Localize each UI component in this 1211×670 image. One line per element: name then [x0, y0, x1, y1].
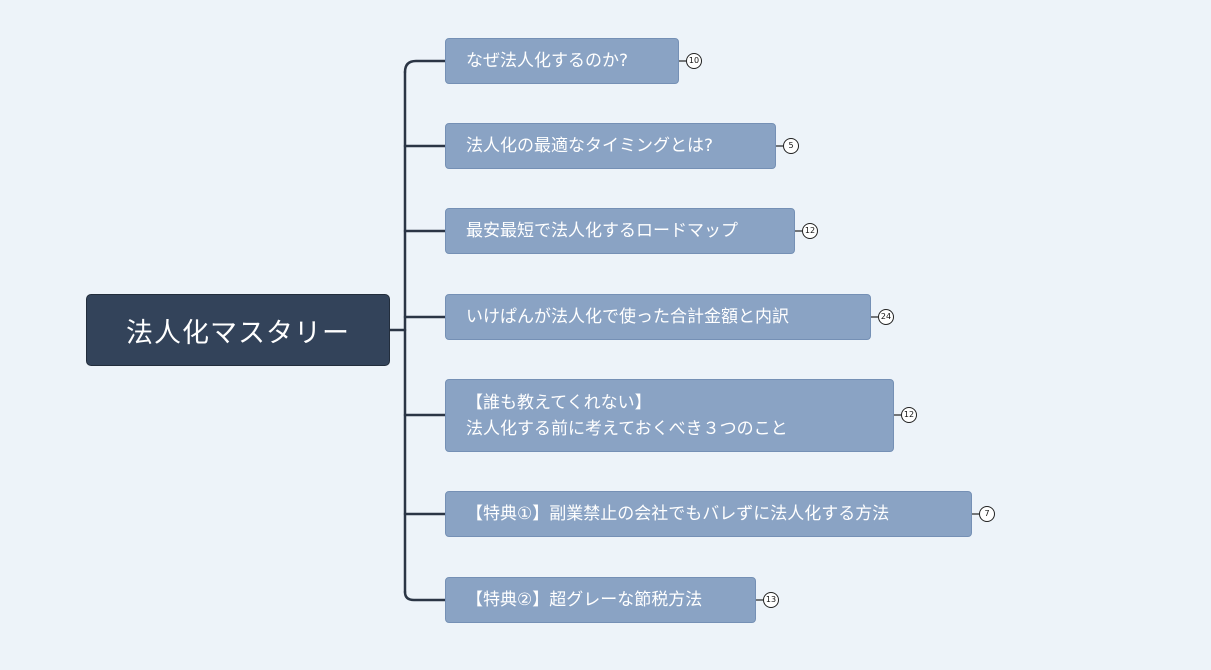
central-topic[interactable]: 法人化マスタリー: [86, 294, 390, 366]
collapsed-count-badge[interactable]: 5: [783, 138, 799, 154]
collapsed-count-badge[interactable]: 10: [686, 53, 702, 69]
collapsed-count-badge[interactable]: 13: [763, 592, 779, 608]
collapsed-count-badge[interactable]: 12: [802, 223, 818, 239]
topic-label: 最安最短で法人化するロードマップ: [466, 221, 738, 241]
topic-label: なぜ法人化するのか?: [466, 51, 629, 71]
topic-label-line-2: 法人化する前に考えておくべき３つのこと: [466, 418, 788, 439]
collapsed-count-badge[interactable]: 24: [878, 309, 894, 325]
topic-label: 【特典②】超グレーな節税方法: [466, 590, 703, 610]
collapsed-count-badge[interactable]: 12: [901, 407, 917, 423]
connector-branch-1: [403, 59, 447, 74]
connector-branch-7: [403, 590, 447, 602]
topic-label: いけぱんが法人化で使った合計金額と内訳: [466, 307, 789, 327]
central-topic-label: 法人化マスタリー: [126, 317, 350, 349]
topic-roadmap[interactable]: 最安最短で法人化するロードマップ: [445, 208, 795, 254]
topic-why-incorporate[interactable]: なぜ法人化するのか?: [445, 38, 679, 84]
topic-label: 法人化の最適なタイミングとは?: [466, 136, 714, 156]
topic-three-things-to-consider[interactable]: 【誰も教えてくれない】 法人化する前に考えておくべき３つのこと: [445, 379, 894, 452]
topic-bonus-2[interactable]: 【特典②】超グレーな節税方法: [445, 577, 756, 623]
topic-label: 【誰も教えてくれない】 法人化する前に考えておくべき３つのこと: [466, 390, 788, 442]
topic-best-timing[interactable]: 法人化の最適なタイミングとは?: [445, 123, 776, 169]
collapsed-count-badge[interactable]: 7: [979, 506, 995, 522]
topic-bonus-1[interactable]: 【特典①】副業禁止の会社でもバレずに法人化する方法: [445, 491, 972, 537]
topic-label: 【特典①】副業禁止の会社でもバレずに法人化する方法: [466, 504, 890, 524]
topic-label-line-1: 【誰も教えてくれない】: [466, 392, 652, 413]
topic-total-cost-breakdown[interactable]: いけぱんが法人化で使った合計金額と内訳: [445, 294, 871, 340]
